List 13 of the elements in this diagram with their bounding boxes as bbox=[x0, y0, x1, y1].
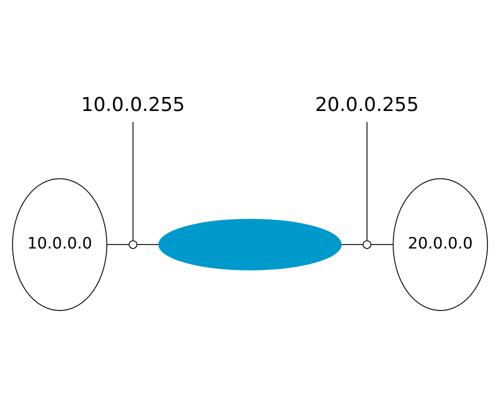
connector bbox=[106, 244, 130, 245]
connector bbox=[132, 121, 134, 240]
node-ellipse bbox=[158, 218, 342, 270]
connector bbox=[366, 121, 368, 240]
node-ellipse: 10.0.0.0 bbox=[12, 178, 108, 310]
connector bbox=[136, 244, 160, 245]
connector bbox=[340, 244, 364, 245]
node-text: 10.0.0.255 bbox=[81, 92, 185, 116]
node-ellipse: 20.0.0.0 bbox=[392, 178, 488, 310]
node-circle bbox=[128, 240, 138, 248]
node-circle bbox=[362, 240, 372, 248]
connector bbox=[370, 244, 394, 245]
node-text: 20.0.0.255 bbox=[315, 92, 419, 116]
